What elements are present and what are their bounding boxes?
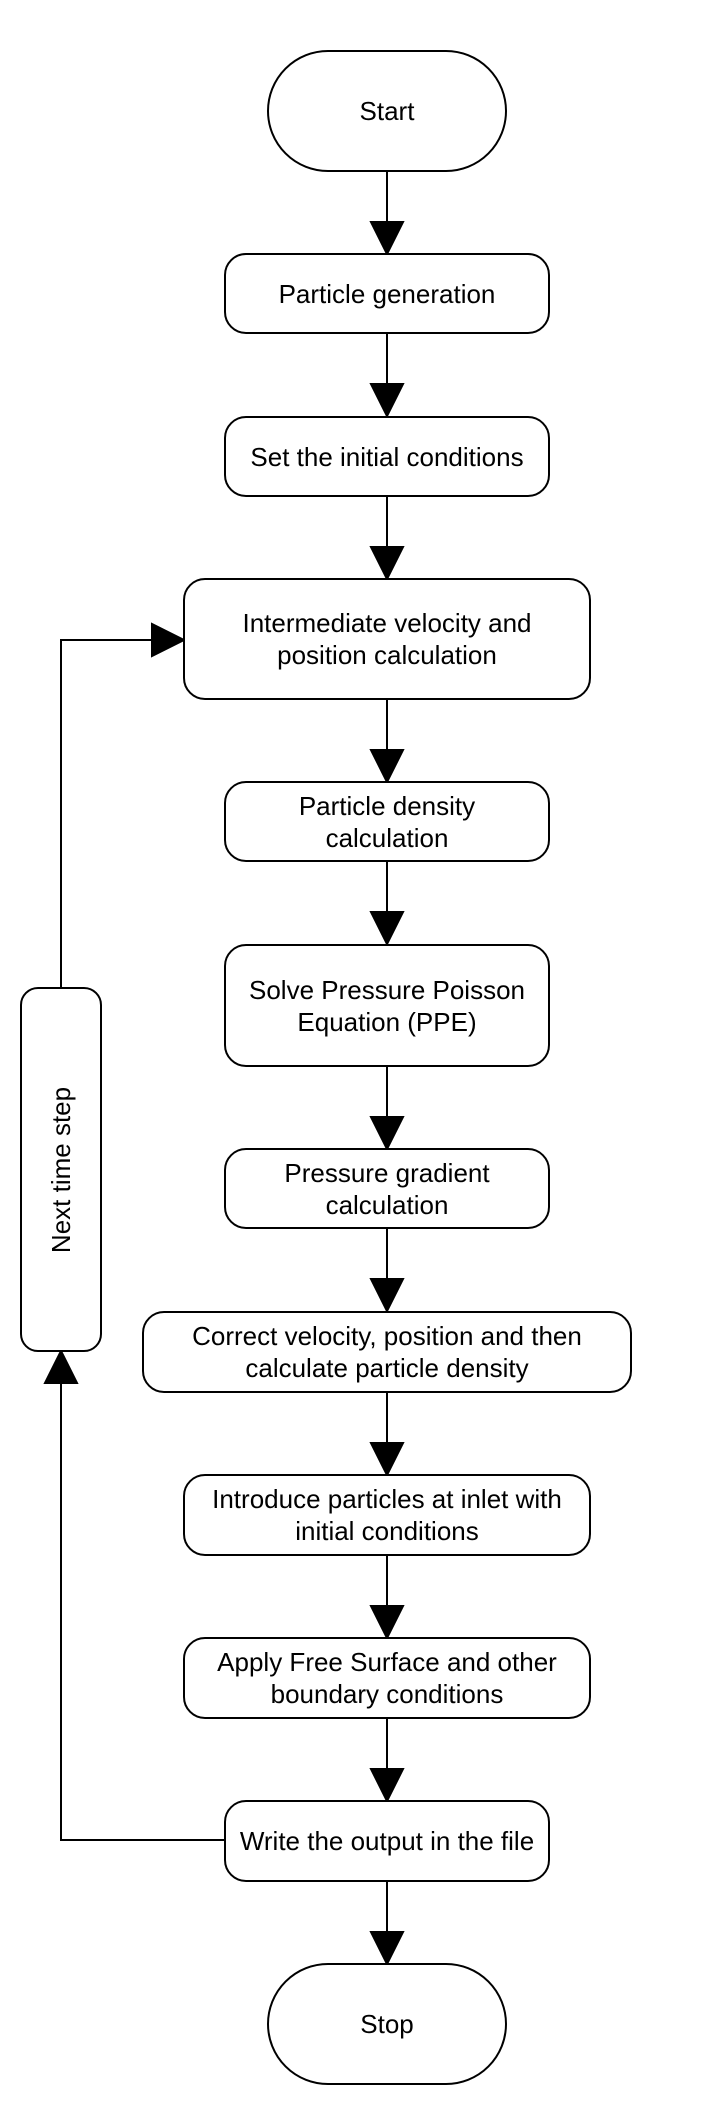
step-label: Write the output in the file — [239, 1826, 535, 1856]
step-pressure-gradient: Pressure gradient calculation — [224, 1148, 550, 1229]
step-label: Pressure gradient calculation — [284, 1157, 490, 1220]
arrowhead — [369, 1768, 405, 1804]
step-set-initial-conditions: Set the initial conditions — [224, 416, 550, 497]
arrowhead — [369, 749, 405, 785]
step-correct-velocity: Correct velocity, position and then calc… — [142, 1311, 632, 1393]
stop-terminal: Stop — [267, 1963, 507, 2085]
next-time-step-box: Next time step — [20, 987, 102, 1352]
step-label: Solve Pressure Poisson Equation (PPE) — [248, 974, 526, 1037]
arrowhead — [151, 622, 187, 658]
step-solve-ppe: Solve Pressure Poisson Equation (PPE) — [224, 944, 550, 1067]
step-particle-density: Particle density calculation — [224, 781, 550, 862]
arrowhead — [43, 1348, 79, 1384]
step-label: Intermediate velocity and position calcu… — [242, 608, 532, 670]
arrowhead — [369, 1931, 405, 1967]
arrowhead — [369, 1605, 405, 1641]
start-terminal: Start — [267, 50, 507, 172]
loop-line-next-to-intermediate — [60, 639, 182, 987]
step-label: Particle density calculation — [298, 790, 476, 853]
step-label: Introduce particles at inlet with initia… — [212, 1484, 562, 1546]
arrowhead — [369, 221, 405, 257]
step-label: Particle generation — [278, 278, 496, 309]
start-label: Start — [359, 96, 415, 126]
step-introduce-particles: Introduce particles at inlet with initia… — [183, 1474, 591, 1556]
arrowhead — [369, 1442, 405, 1478]
arrowhead — [369, 911, 405, 947]
stop-label: Stop — [360, 2009, 414, 2039]
step-label: Apply Free Surface and other boundary co… — [217, 1647, 557, 1709]
step-label: Set the initial conditions — [250, 441, 524, 472]
arrowhead — [369, 1116, 405, 1152]
step-apply-free-surface: Apply Free Surface and other boundary co… — [183, 1637, 591, 1719]
loop-line-write-to-next — [60, 1353, 224, 1841]
arrowhead — [369, 383, 405, 419]
step-write-output: Write the output in the file — [224, 1800, 550, 1882]
step-particle-generation: Particle generation — [224, 253, 550, 334]
step-label: Correct velocity, position and then calc… — [192, 1321, 582, 1383]
arrowhead — [369, 546, 405, 582]
arrowhead — [369, 1278, 405, 1314]
step-intermediate-velocity: Intermediate velocity and position calcu… — [183, 578, 591, 700]
next-time-step-label: Next time step — [46, 1086, 77, 1253]
